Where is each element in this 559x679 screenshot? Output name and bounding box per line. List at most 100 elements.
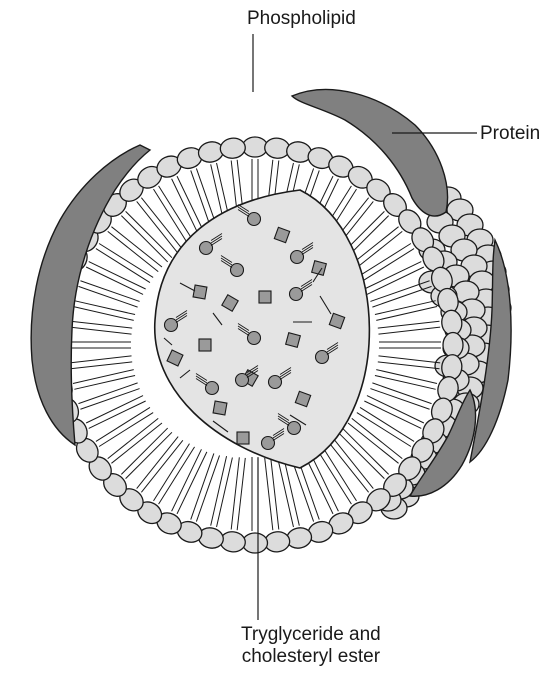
tail-23-1 xyxy=(315,446,352,505)
tail-51-1 xyxy=(158,185,195,244)
cholesteryl-ball-9 xyxy=(234,372,250,388)
cholesteryl-tail-2-2 xyxy=(220,260,233,268)
tail-31-1 xyxy=(190,453,215,520)
tail-47-1 xyxy=(98,243,154,278)
cholesteryl-tail-6-0 xyxy=(237,323,250,331)
tail-41-1 xyxy=(69,355,132,364)
tail-21-1 xyxy=(337,431,385,479)
tail-30-0 xyxy=(216,457,233,528)
tail-40-1 xyxy=(72,369,134,384)
tail-16-1 xyxy=(374,374,436,390)
tail-48-0 xyxy=(107,230,159,273)
cholesteryl-tail-6-1 xyxy=(237,325,250,334)
tail-20-0 xyxy=(351,417,403,460)
protein-label: Protein xyxy=(480,123,541,144)
tail-22-1 xyxy=(326,439,370,493)
tail-39-0 xyxy=(80,388,140,410)
tail-31-0 xyxy=(195,455,221,522)
tail-8-1 xyxy=(351,230,403,273)
tail-34-0 xyxy=(140,439,184,493)
tail-27-0 xyxy=(270,457,280,530)
cholesteryl-tail-12-0 xyxy=(272,428,285,436)
core-stroke-8 xyxy=(289,414,307,426)
tail-35-1 xyxy=(121,427,169,475)
cholesteryl-tail-3-0 xyxy=(301,242,314,250)
cholesteryl-tail-9-2 xyxy=(246,370,259,378)
triglyceride-square-3 xyxy=(221,294,239,312)
tail-9-0 xyxy=(356,243,412,278)
tail-22-0 xyxy=(331,436,374,489)
cholesteryl-tail-3-2 xyxy=(301,247,314,255)
triglyceride-square-1 xyxy=(310,259,328,277)
tail-10-0 xyxy=(364,261,422,290)
tail-33-1 xyxy=(153,443,190,502)
cholesteryl-tail-0-1 xyxy=(237,206,250,215)
cholesteryl-ball-0 xyxy=(246,211,262,227)
protein-front-layer xyxy=(30,88,477,497)
cholesteryl-tail-1-0 xyxy=(210,233,223,241)
cholesteryl-tail-3-1 xyxy=(301,244,314,253)
tail-51-0 xyxy=(153,188,190,247)
tail-11-0 xyxy=(370,280,430,302)
cholesteryl-tail-9-1 xyxy=(246,367,259,376)
cholesteryl-ball-3 xyxy=(289,249,305,265)
tail-12-0 xyxy=(374,300,436,316)
cholesteryl-tail-11-1 xyxy=(277,415,290,424)
phospholipid-head-55 xyxy=(219,137,246,159)
triglyceride-square-7 xyxy=(166,349,184,367)
cholesteryl-tail-4-0 xyxy=(300,279,313,287)
cholesteryl-tail-10-2 xyxy=(279,372,292,380)
leader-lines-layer xyxy=(252,34,477,620)
cholesteryl-ball-12 xyxy=(260,435,276,451)
phospholipid-label: Phospholipid xyxy=(247,8,356,29)
tail-50-1 xyxy=(140,197,184,251)
tail-48-1 xyxy=(111,226,163,268)
tail-15-1 xyxy=(377,361,440,370)
core-molecules-layer xyxy=(163,204,346,451)
tail-37-1 xyxy=(95,407,151,442)
cholesteryl-tail-4-1 xyxy=(300,281,313,290)
triglyceride-square-0 xyxy=(273,226,291,244)
tail-41-0 xyxy=(70,361,133,370)
tail-17-1 xyxy=(370,388,430,410)
cholesteryl-ball-4 xyxy=(288,286,304,302)
core-stroke-1 xyxy=(312,267,323,283)
tail-50-0 xyxy=(136,201,179,254)
cholesteryl-tail-8-0 xyxy=(195,373,208,381)
core-label-line1: Tryglyceride and xyxy=(241,624,381,645)
cholesteryl-ball-5 xyxy=(163,317,179,333)
tail-33-0 xyxy=(158,446,195,505)
cholesteryl-tail-1-1 xyxy=(210,235,223,244)
tail-13-1 xyxy=(378,326,441,335)
tail-44-1 xyxy=(74,300,136,316)
cholesteryl-tail-12-1 xyxy=(272,430,285,439)
tail-40-0 xyxy=(74,374,136,390)
tail-23-0 xyxy=(320,443,357,502)
tail-43-0 xyxy=(69,326,132,335)
tail-15-0 xyxy=(378,355,441,364)
protein-left xyxy=(30,144,152,447)
tail-36-1 xyxy=(107,417,159,460)
tail-49-0 xyxy=(121,215,169,263)
cholesteryl-ball-6 xyxy=(246,330,262,346)
triglyceride-square-12 xyxy=(236,431,250,445)
cholesteryl-tail-7-0 xyxy=(326,342,339,350)
phospholipid-head-0 xyxy=(241,136,269,158)
protein-back-layer xyxy=(468,237,512,464)
cholesteryl-ball-7 xyxy=(314,349,330,365)
cholesteryl-tail-1-2 xyxy=(210,238,223,246)
core-stroke-7 xyxy=(212,420,229,433)
tail-35-0 xyxy=(125,431,173,479)
triglyceride-square-8 xyxy=(284,331,302,349)
cholesteryl-tail-2-0 xyxy=(220,255,233,263)
cholesteryl-tail-9-0 xyxy=(246,365,259,373)
tail-11-1 xyxy=(372,285,432,308)
cholesteryl-tail-10-1 xyxy=(279,369,292,378)
protein-bottom-right xyxy=(408,388,477,497)
cholesteryl-tail-8-1 xyxy=(195,375,208,384)
tail-10-1 xyxy=(366,266,425,295)
cholesteryl-ball-8 xyxy=(204,380,220,396)
tail-38-0 xyxy=(88,400,146,429)
tail-45-0 xyxy=(78,285,138,308)
